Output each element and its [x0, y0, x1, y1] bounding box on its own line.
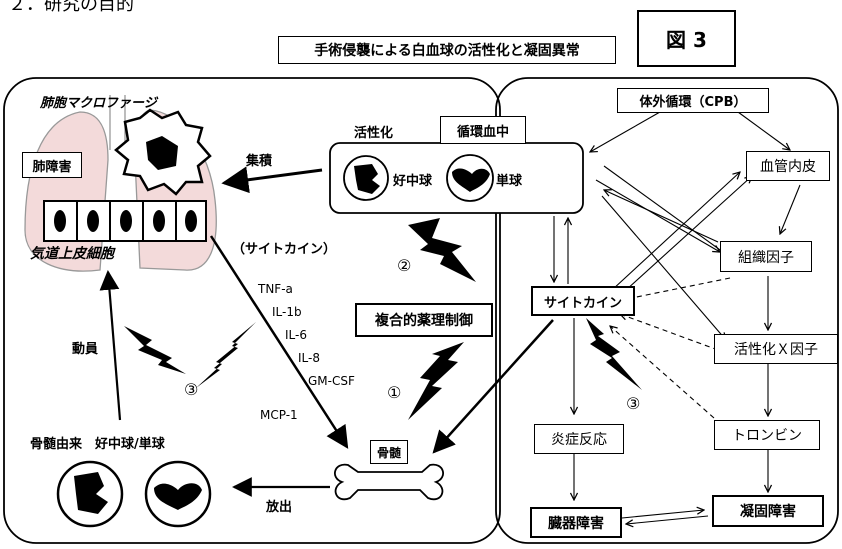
circulation-label: 循環血中 [440, 116, 526, 144]
thrombin-box: トロンビン [714, 420, 820, 450]
tissue-factor-box: 組織因子 [720, 241, 812, 272]
cytokine-paren-label: （サイトカイン） [232, 242, 337, 257]
organ-injury-box: 臓器障害 [530, 507, 622, 538]
cytokine-il1b: IL-1b [272, 305, 302, 319]
inflammation-box: 炎症反応 [534, 424, 624, 454]
macrophage-drawing [114, 108, 212, 196]
number-3-right: ③ [626, 394, 641, 413]
lung-injury-label: 肺障害 [22, 152, 82, 178]
release-label: 放出 [266, 500, 293, 515]
mobilize-label: 動員 [72, 342, 99, 357]
pharma-control-box: 複合的薬理制御 [355, 303, 493, 337]
cytokine-il8: IL-8 [298, 351, 320, 365]
cytokine-tnf: TNF-a [258, 282, 293, 296]
coag-injury-box: 凝固障害 [712, 495, 824, 527]
number-1: ① [387, 383, 402, 402]
endothelium-box: 血管内皮 [746, 151, 830, 181]
right-panel [495, 77, 839, 544]
marrow-origin-label: 骨髄由来 好中球/単球 [30, 437, 165, 452]
number-3-left: ③ [184, 380, 199, 399]
marrow-label: 骨髄 [370, 440, 408, 464]
activation-label: 活性化 [354, 126, 394, 141]
cytokine-mcp1: MCP-1 [260, 408, 298, 422]
cpb-box: 体外循環（CPB） [617, 88, 769, 113]
cytokine-gmcsf: GM-CSF [308, 374, 355, 388]
macrophage-label: 肺胞マクロファージ [40, 96, 157, 111]
bone-drawing [334, 463, 444, 501]
figure-label: 図 3 [637, 10, 736, 67]
header-partial-text: ２．研究の目的 [8, 0, 134, 15]
cytokine-box: サイトカイン [531, 286, 635, 316]
epithelium-label: 気道上皮細胞 [30, 246, 114, 262]
neutrophil-label: 好中球 [393, 174, 433, 189]
title-box: 手術侵襲による白血球の活性化と凝固異常 [278, 36, 616, 64]
lightning-bolts [124, 218, 642, 420]
accumulation-label: 集積 [246, 154, 273, 169]
factor-x-box: 活性化Ｘ因子 [714, 334, 838, 364]
cytokine-il6: IL-6 [285, 328, 307, 342]
epithelium-nuclei [54, 210, 197, 232]
left-panel [3, 77, 501, 544]
number-2: ② [397, 256, 412, 275]
monocyte-label: 単球 [496, 174, 523, 189]
